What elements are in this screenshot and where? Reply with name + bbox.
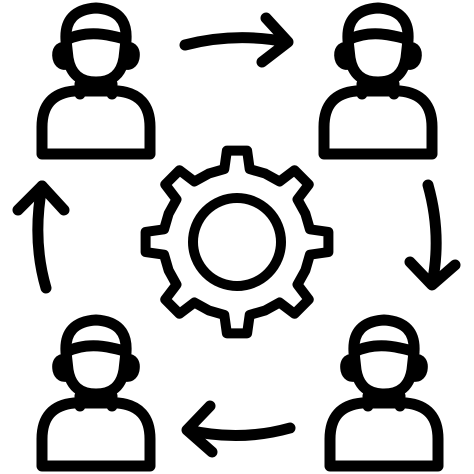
arrow-up-icon xyxy=(12,180,70,294)
gear-icon xyxy=(140,145,334,339)
person-icon-top-right xyxy=(324,8,432,154)
person-icon-top-left xyxy=(42,8,150,154)
person-icon-bottom-right xyxy=(330,320,438,466)
person-icon-bottom-left xyxy=(42,320,150,466)
arrow-down-icon xyxy=(404,179,461,291)
arrow-right-icon xyxy=(179,12,294,68)
arrow-left-icon xyxy=(181,400,296,458)
